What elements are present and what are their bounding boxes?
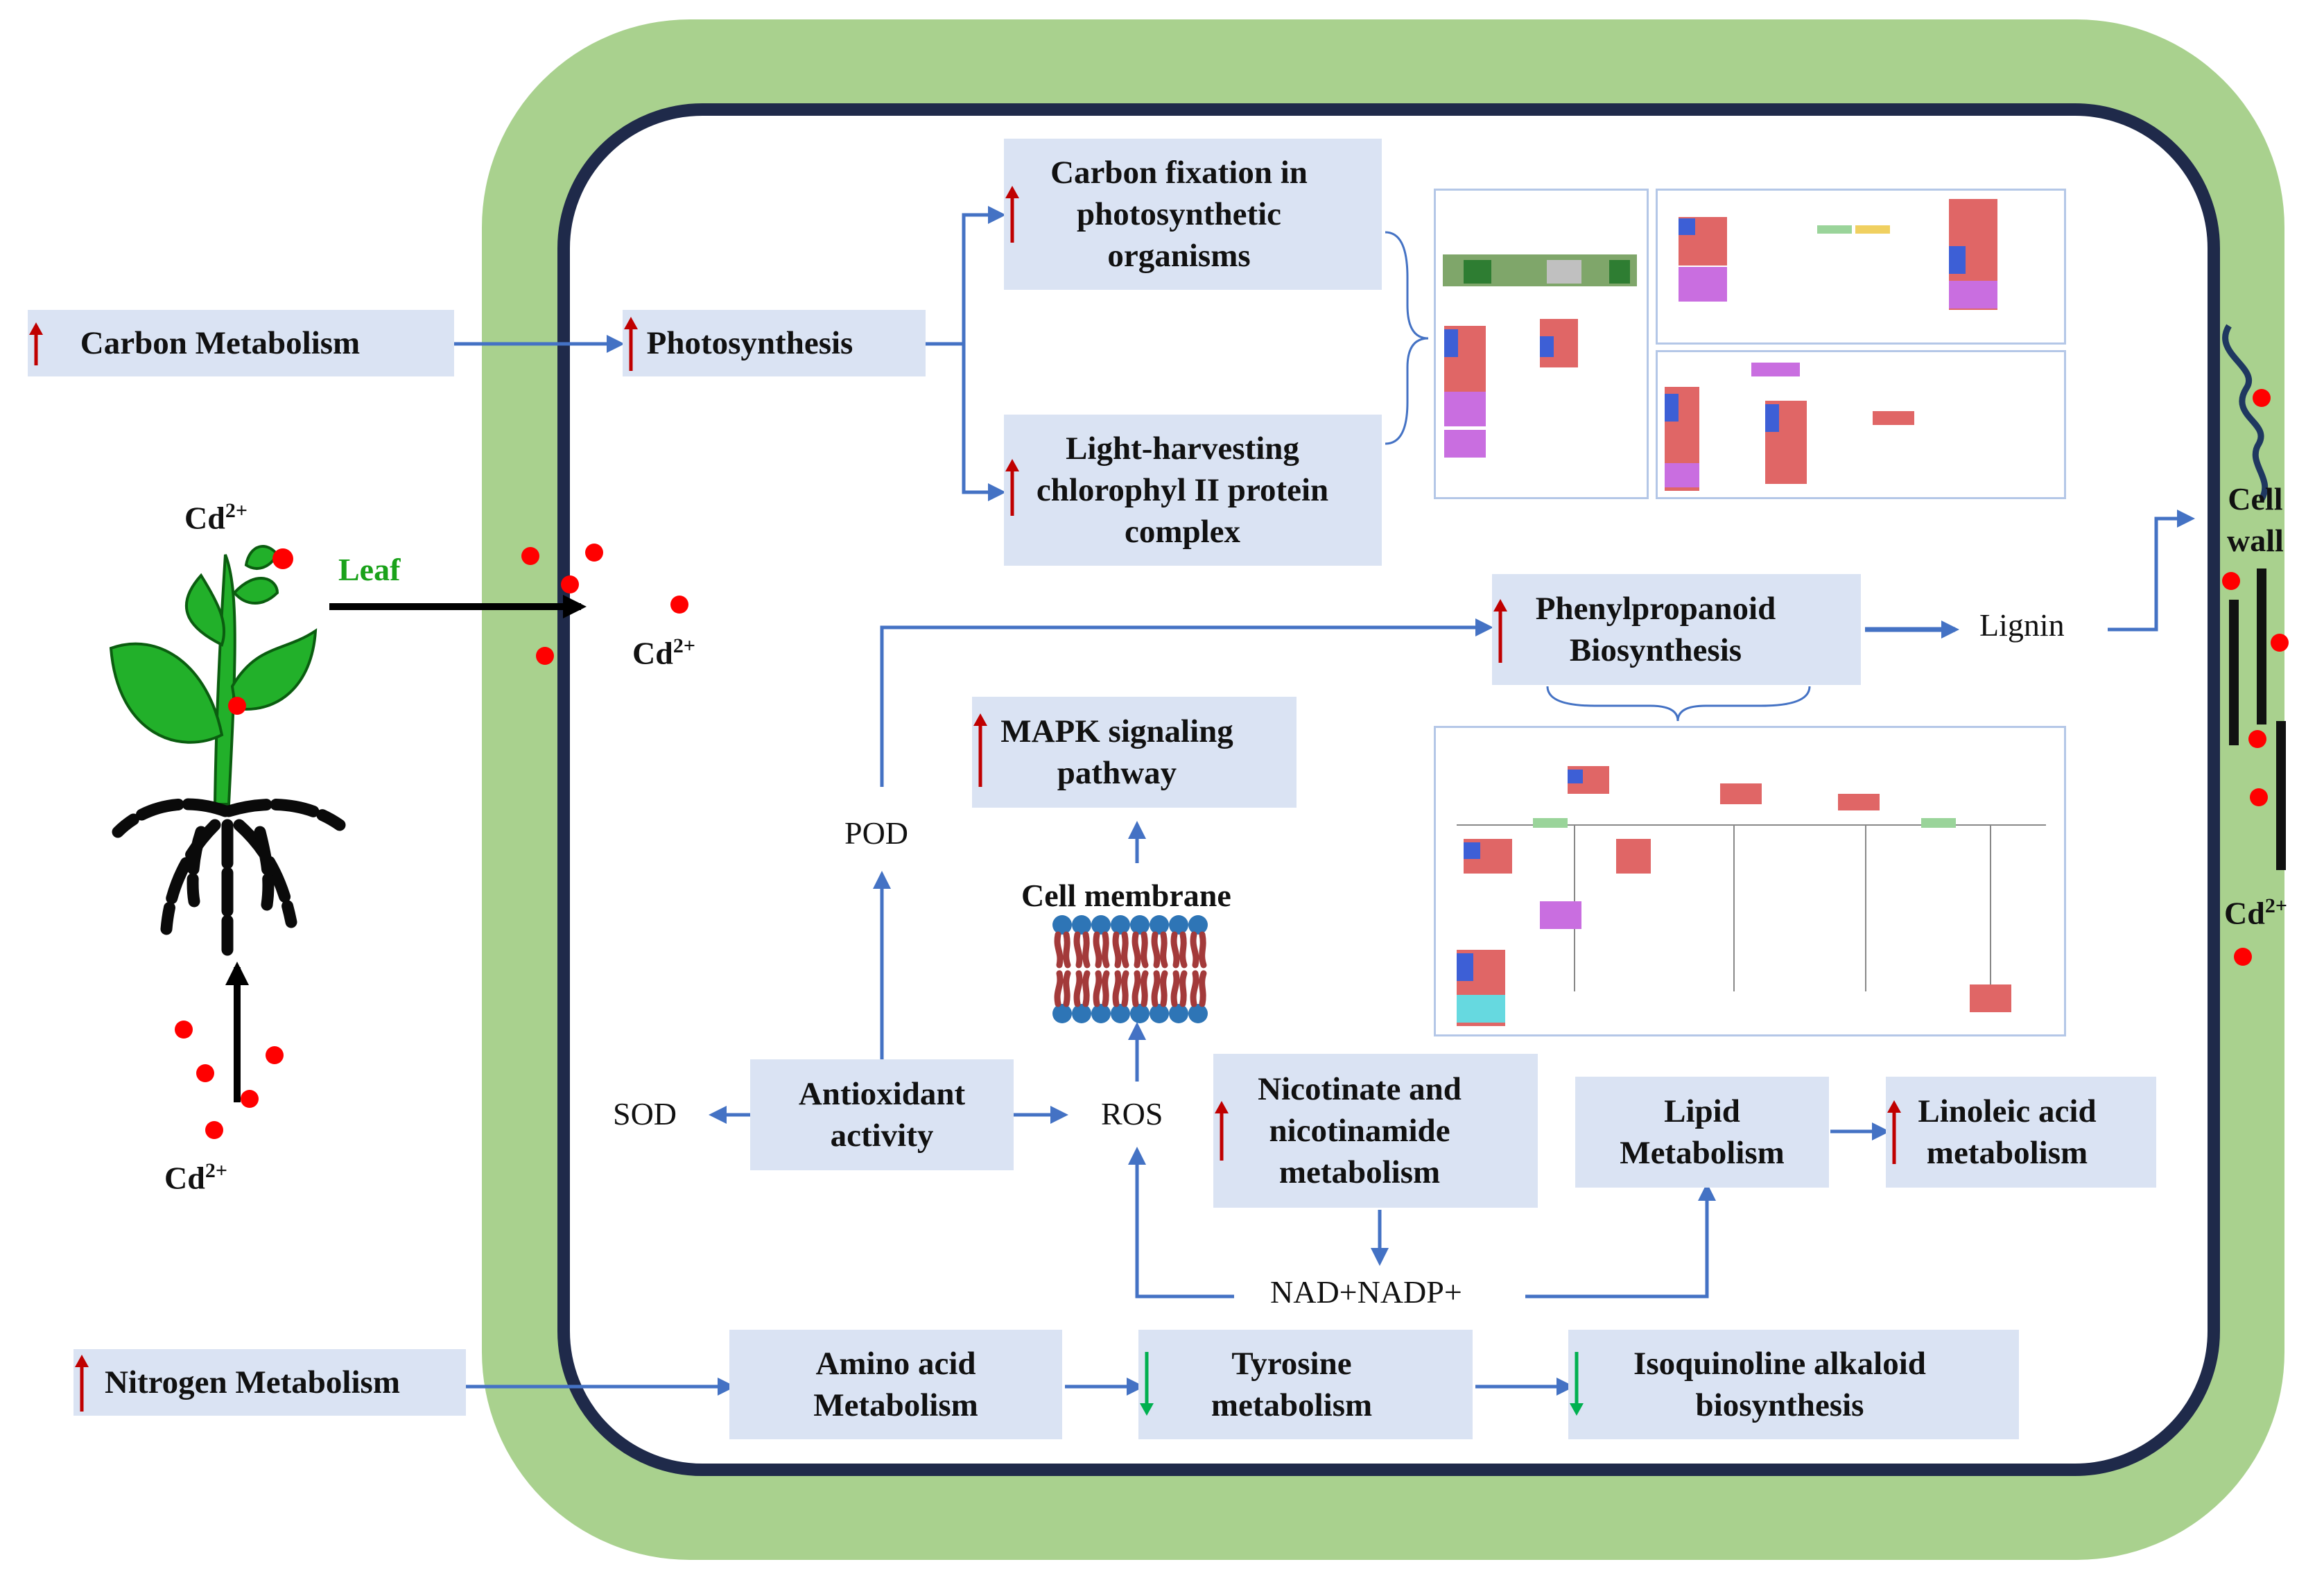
antioxidant-label: Antioxidant activity [798,1075,966,1154]
isoquinoline-label: Isoquinoline alkaloid biosynthesis [1633,1345,1926,1423]
lipid-bilayer-icon [1052,915,1208,1023]
lipid-box: Lipid Metabolism [1575,1077,1829,1188]
mapk-box: MAPK signaling pathway [972,697,1297,808]
cd-label-root: Cd2+ [164,1159,227,1196]
nicotinate-label: Nicotinate and nicotinamide metabolism [1258,1070,1462,1191]
up-arrow-icon [973,713,987,787]
amino-acid-label: Amino acid Metabolism [813,1345,978,1423]
cd-label-cell: Cd2+ [632,634,695,671]
amino-acid-box: Amino acid Metabolism [729,1330,1062,1439]
up-arrow-icon [624,317,638,371]
cd-label-wall: Cd2+ [2224,894,2287,931]
up-arrow-icon [1215,1101,1229,1161]
tyrosine-box: Tyrosine metabolism [1138,1330,1473,1439]
photosynthesis-pathway-heatmap [1656,350,2066,499]
photosynthesis-antenna-heatmap [1434,189,1649,499]
pod-label: POD [844,815,909,851]
linoleic-label: Linoleic acid metabolism [1918,1093,2097,1171]
tyrosine-label: Tyrosine metabolism [1211,1345,1373,1423]
nad-label: NAD+NADP+ [1270,1274,1462,1310]
lignin-label: Lignin [1979,607,2065,643]
lignin-polymer-icon [2222,324,2269,501]
nitrogen-metabolism-label: Nitrogen Metabolism [105,1364,400,1400]
cell-membrane-label: Cell membrane [1021,878,1231,913]
lipid-label: Lipid Metabolism [1620,1093,1785,1171]
phenylpropanoid-box: Phenylpropanoid Biosynthesis [1492,574,1861,685]
ros-label: ROS [1101,1096,1163,1131]
cell-wall-label: Cell wall [2227,481,2284,558]
nicotinate-box: Nicotinate and nicotinamide metabolism [1213,1054,1538,1208]
light-harvesting-box: Light-harvesting chlorophyl II protein c… [1004,415,1382,566]
nitrogen-metabolism-box: Nitrogen Metabolism [73,1349,466,1416]
down-arrow-icon [1140,1352,1154,1416]
carbon-fixation-box: Carbon fixation in photosynthetic organi… [1004,139,1382,290]
carbon-metabolism-box: Carbon Metabolism [28,310,454,376]
up-arrow-icon [1493,599,1507,663]
plant-icon [109,545,346,956]
carbon-fixation-heatmap [1656,189,2066,345]
up-arrow-icon [1887,1100,1901,1164]
down-arrow-icon [1570,1352,1584,1416]
up-arrow-icon [29,322,43,365]
photosynthesis-box: Photosynthesis [623,310,926,376]
leaf-label: Leaf [338,552,401,587]
phenylpropanoid-label: Phenylpropanoid Biosynthesis [1535,590,1776,668]
antioxidant-box: Antioxidant activity [750,1059,1014,1170]
up-arrow-icon [1005,459,1019,516]
phenylpropanoid-pathway-heatmap [1434,726,2066,1036]
carbon-metabolism-label: Carbon Metabolism [80,324,361,361]
cd-label-leaf: Cd2+ [184,499,248,536]
cell-wall-fibers [2229,568,2286,870]
up-arrow-icon [75,1355,89,1412]
mapk-label: MAPK signaling pathway [1000,713,1233,791]
up-arrow-icon [1005,186,1019,243]
carbon-fixation-label: Carbon fixation in photosynthetic organi… [1050,154,1308,275]
photosynthesis-label: Photosynthesis [646,324,853,361]
linoleic-box: Linoleic acid metabolism [1886,1077,2156,1188]
light-harvesting-label: Light-harvesting chlorophyl II protein c… [1036,430,1329,550]
sod-label: SOD [613,1096,677,1131]
isoquinoline-box: Isoquinoline alkaloid biosynthesis [1568,1330,2019,1439]
